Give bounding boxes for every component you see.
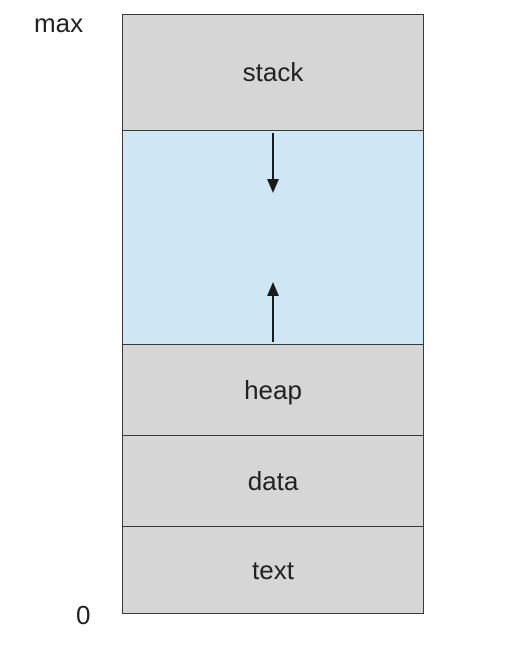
heap-label: heap [244,374,302,405]
stack-segment: stack [123,15,423,131]
text-segment: text [123,527,423,613]
heap-growth-arrow-up-icon [267,282,279,342]
zero-address-label: 0 [76,600,91,630]
heap-segment: heap [123,345,423,436]
max-address-label: max [34,8,84,38]
memory-layout-diagram: stack heap data text [122,14,424,614]
data-label: data [247,465,299,496]
text-label: text [252,554,294,585]
stack-label: stack [242,57,304,87]
stack-growth-arrow-down-icon [267,133,279,193]
data-segment: data [123,436,423,527]
free-space-region [123,131,423,345]
